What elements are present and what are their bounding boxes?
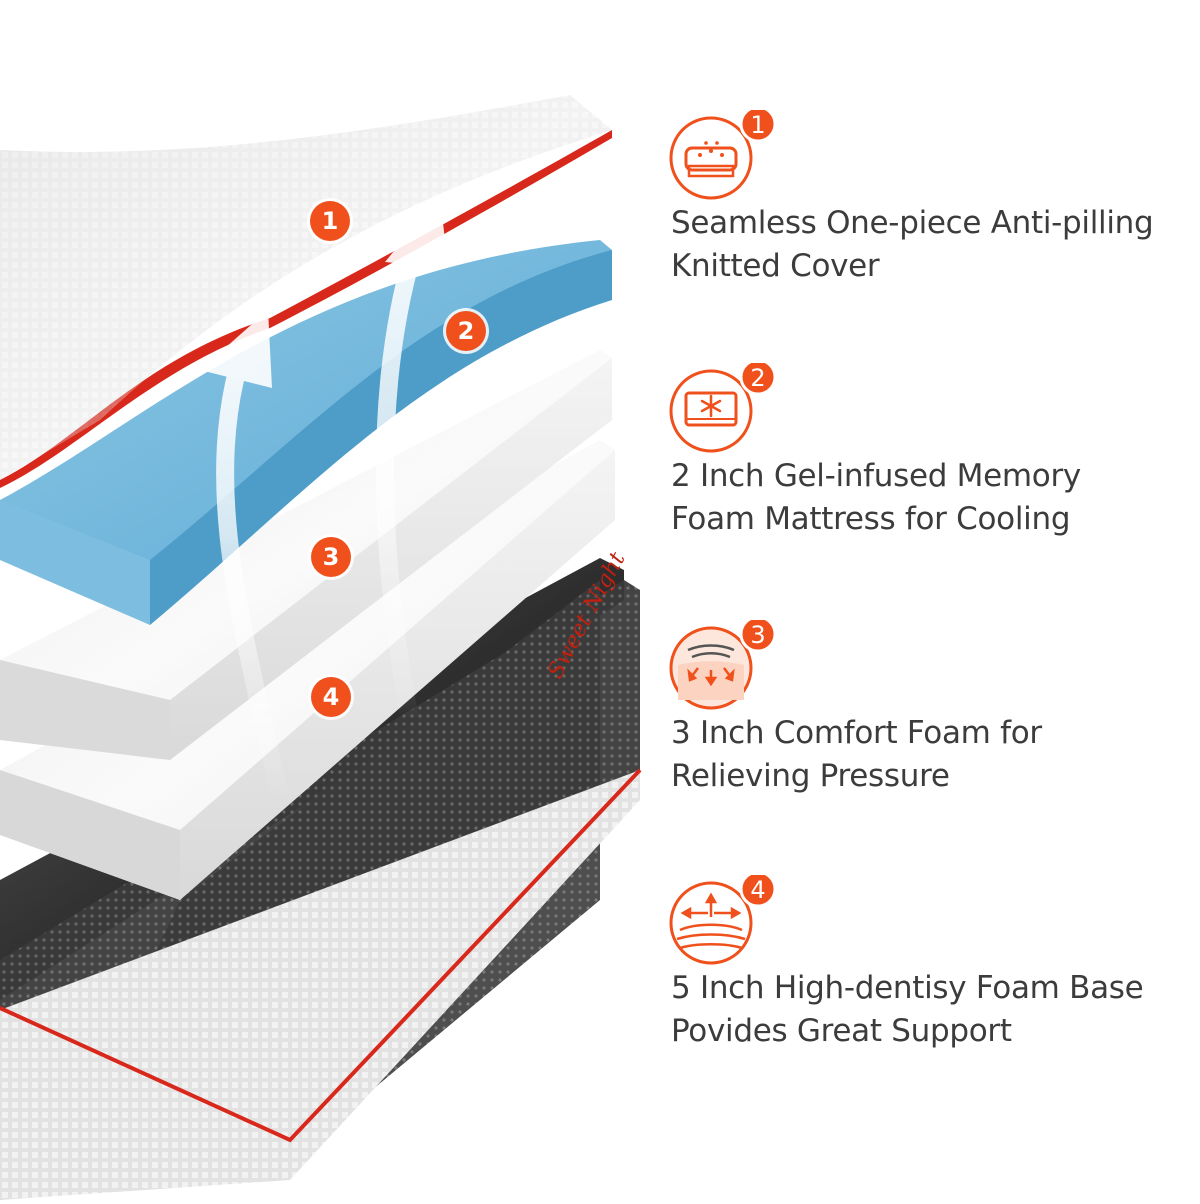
feature-badge-3: 3: [750, 621, 765, 649]
feature-description: 3 Inch Comfort Foam for Relieving Pressu…: [671, 712, 1186, 798]
cover-layer-1: [0, 95, 612, 488]
feature-badge-4: 4: [750, 876, 765, 904]
feature-description: 5 Inch High-dentisy Foam Base Povides Gr…: [671, 967, 1186, 1053]
feature-line-1: 5 Inch High-dentisy Foam Base: [671, 970, 1144, 1006]
feature-list: 1 Seamless One-piece Anti-pilling Knitte…: [668, 0, 1188, 1200]
feature-line-2: Knitted Cover: [671, 248, 880, 284]
airflow-arrows: [200, 195, 448, 809]
mattress-layers-svg: Sweet Night: [0, 95, 642, 1200]
support-base-icon: 4: [668, 870, 778, 975]
feature-line-1: Seamless One-piece Anti-pilling: [671, 205, 1154, 241]
feature-description: Seamless One-piece Anti-pilling Knitted …: [671, 202, 1186, 288]
feature-badge-1: 1: [750, 111, 765, 139]
feature-line-2: Relieving Pressure: [671, 758, 950, 794]
feature-line-2: Foam Mattress for Cooling: [671, 501, 1071, 537]
layer-marker-1: 1: [310, 201, 350, 241]
feature-description: 2 Inch Gel-infused Memory Foam Mattress …: [671, 455, 1186, 541]
mattress-layers-illustration: Sweet Night: [0, 95, 642, 1200]
arrow-head-icon: [200, 310, 272, 388]
layer-marker-4: 4: [311, 677, 351, 717]
pressure-relief-icon: 3: [668, 615, 778, 720]
layer-marker-3: 3: [311, 537, 351, 577]
feature-line-1: 2 Inch Gel-infused Memory: [671, 458, 1081, 494]
feature-badge-2: 2: [750, 364, 765, 392]
feature-line-2: Povides Great Support: [671, 1013, 1012, 1049]
feature-line-1: 3 Inch Comfort Foam for: [671, 715, 1042, 751]
layer-marker-2: 2: [446, 311, 486, 351]
pillow-cover-icon: 1: [668, 105, 778, 210]
arrow-head-icon: [385, 195, 448, 268]
snowflake-foam-icon: 2: [668, 358, 778, 463]
